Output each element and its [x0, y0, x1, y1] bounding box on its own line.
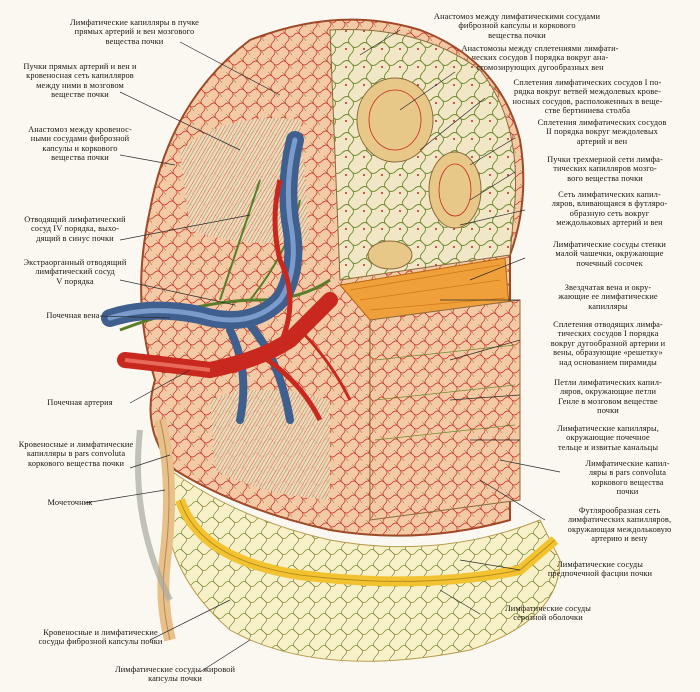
leader-line [459, 209, 526, 226]
label-lymph-capillaries-vessel-bundle: Лимфатические капилляры в пучке прямых а… [70, 18, 199, 46]
label-capillaries-pars-convoluta-left: Кровеносные и лимфатические капилляры в … [18, 440, 134, 468]
label-ureter: Мочеточник [47, 498, 93, 507]
leader-line [119, 279, 236, 306]
label-renal-vein: Почечная вена [46, 311, 100, 320]
leader-line [479, 479, 546, 521]
leader-line [419, 97, 486, 151]
leader-line [119, 214, 251, 241]
label-efferent-lymph-IV: Отводящий лимфатический сосуд IV порядка… [24, 215, 126, 243]
label-sheath-network-interlobular: Сеть лимфатических капил- ляров, вливающ… [551, 190, 668, 228]
leader-line [449, 394, 521, 401]
leader-line [129, 454, 171, 469]
label-anastomoses-arcuate-veins: Анастомозы между сплетениями лимфати- че… [461, 44, 619, 72]
vessel-bundle-round-3 [367, 240, 413, 270]
leader-line [129, 369, 191, 404]
leader-line [499, 459, 561, 473]
label-henle-loops: Петли лимфатических капил- ляров, окружа… [554, 378, 662, 416]
label-serous-membrane-lymph: Лимфатические сосуды серозной оболочки [504, 604, 591, 623]
label-plexus-bertin-column: Сплетения лимфатических сосудов I по- ря… [512, 78, 663, 116]
label-sheath-interlobular-artery: Футлярообразная сеть лимфатических капил… [567, 506, 672, 544]
leader-line [359, 29, 401, 56]
leader-line [179, 41, 281, 96]
label-straight-arteries-veins: Пучки прямых артерий и вен и кровеносная… [23, 62, 137, 100]
label-fat-capsule-lymph: Лимфатические сосуды жировой капсулы поч… [114, 665, 236, 684]
label-lymph-anastomosis-capsule: Анастомоз между лимфатическими сосудами … [433, 12, 601, 40]
leader-line [469, 257, 526, 281]
label-minor-calyx-lymph: Лимфатические сосуды стенки малой чашечк… [553, 240, 666, 268]
leader-line [199, 639, 251, 673]
serous-membrane-edge [135, 429, 173, 602]
label-renal-artery: Почечная артерия [47, 398, 113, 407]
leader-line [99, 315, 171, 319]
cut-block-medulla [369, 299, 521, 521]
label-medulla-3d-network: Пучки трехмерной сети лимфа- тических ка… [547, 155, 663, 183]
leader-line [439, 589, 481, 615]
label-stellate-vein: Звездчатая вена и окру- жающие ее лимфат… [558, 283, 658, 311]
leader-line [119, 154, 176, 166]
label-pars-convoluta-right: Лимфатические капил- ляры в pars convolu… [585, 459, 670, 497]
leader-line [469, 137, 516, 166]
leader-line [459, 559, 521, 571]
fat-capsule [165, 469, 561, 662]
leader-line [449, 339, 521, 361]
label-prerenal-fascia-lymph: Лимфатические сосуды предпочечной фасции… [547, 560, 653, 579]
label-plexus-II-interlobar: Сплетения лимфатических сосудов II поряд… [537, 118, 667, 146]
label-lattice-arcuate: Сплетения отводящих лимфа- тических сосу… [550, 320, 666, 367]
leader-line [119, 91, 241, 151]
leader-line [399, 71, 456, 111]
label-blood-anastomosis-capsule: Анастомоз между кровенос- ными сосудами … [28, 125, 132, 163]
leader-line [469, 171, 516, 201]
leader-line [84, 489, 166, 504]
label-fibrous-capsule-vessels: Кровеносные и лимфатические сосуды фибро… [38, 628, 163, 647]
vessel-bundle-round-2 [428, 151, 482, 229]
label-renal-corpuscle-capillaries: Лимфатические капилляры, окружающие поче… [557, 424, 659, 452]
leader-line [149, 599, 231, 641]
label-extraorgan-lymph-V: Экстраорганный отводящий лимфатический с… [23, 258, 127, 286]
